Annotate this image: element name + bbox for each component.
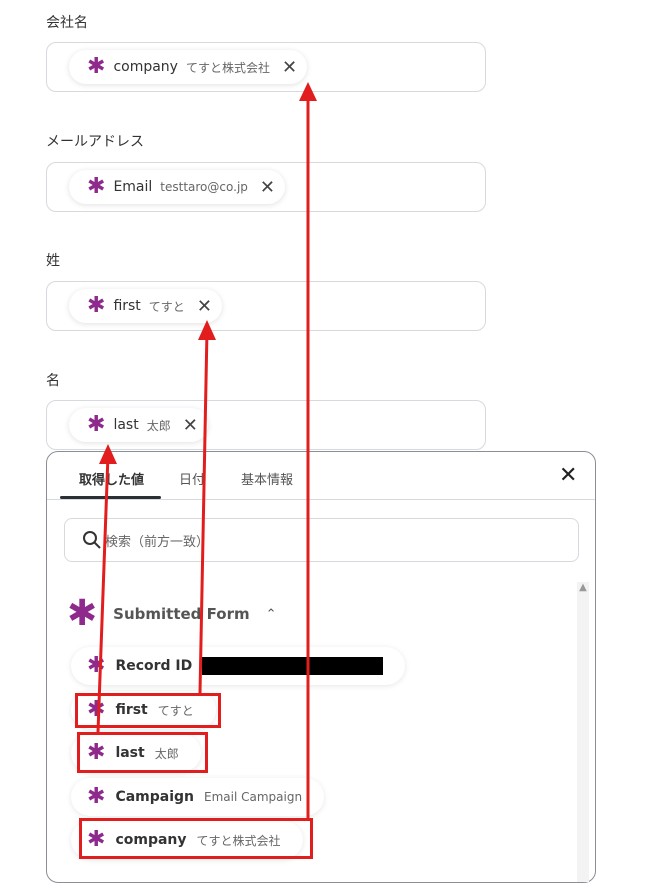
- item-name: first: [115, 702, 148, 718]
- close-icon[interactable]: ✕: [182, 414, 198, 436]
- chip-name: Email: [113, 179, 153, 195]
- list-item[interactable]: ✱ company てすと株式会社: [71, 821, 303, 859]
- item-name: company: [115, 832, 187, 848]
- group-header[interactable]: ✱ Submitted Form ⌃: [67, 596, 277, 632]
- item-value: てすと: [157, 703, 194, 718]
- item-value: てすと株式会社: [196, 833, 281, 848]
- variable-chip: ✱ first てすと ✕: [69, 289, 222, 323]
- variable-chip: ✱ last 太郎 ✕: [69, 408, 208, 442]
- redacted-value: [202, 657, 383, 675]
- group-title: Submitted Form: [113, 605, 250, 623]
- list-item[interactable]: ✱ Record ID: [71, 647, 405, 685]
- asterisk-icon: ✱: [67, 593, 98, 634]
- asterisk-icon: ✱: [87, 293, 106, 318]
- list-item[interactable]: ✱ Campaign Email Campaign: [71, 778, 325, 816]
- close-icon[interactable]: ✕: [259, 176, 275, 198]
- item-value: 太郎: [154, 746, 179, 761]
- item-name: last: [115, 745, 145, 761]
- variable-chip: ✱ company てすと株式会社 ✕: [69, 50, 308, 84]
- item-name: Campaign: [115, 789, 195, 805]
- annotation-box-first: [75, 693, 221, 728]
- item-name: Record ID: [115, 658, 193, 674]
- tab-basic-info[interactable]: 基本情報: [241, 473, 294, 488]
- search-icon: [83, 531, 101, 549]
- search-input[interactable]: 検索（前方一致）: [64, 518, 579, 562]
- scrollbar[interactable]: ▲: [577, 582, 589, 882]
- asterisk-icon: ✱: [87, 784, 106, 809]
- chevron-up-icon: ⌃: [265, 606, 277, 622]
- annotation-box-last: [77, 732, 208, 773]
- field-label-email: メールアドレス: [46, 134, 144, 150]
- list-item[interactable]: ✱ last 太郎: [71, 734, 201, 772]
- email-field[interactable]: ✱ Email testtaro@co.jp ✕: [46, 162, 486, 212]
- variable-picker-panel: 取得した値 日付 基本情報 ✕ 検索（前方一致） ▲ ✱ Submitted F…: [46, 451, 596, 883]
- asterisk-icon: ✱: [87, 827, 106, 852]
- chip-value: てすと: [148, 299, 185, 314]
- tab-acquired-values[interactable]: 取得した値: [79, 473, 145, 488]
- last-name-field[interactable]: ✱ first てすと ✕: [46, 281, 486, 331]
- active-tab-indicator: [60, 496, 161, 499]
- first-name-field[interactable]: ✱ last 太郎 ✕: [46, 400, 486, 450]
- annotation-box-company: [79, 818, 313, 859]
- chip-value: てすと株式会社: [185, 60, 270, 75]
- tab-date[interactable]: 日付: [179, 473, 206, 488]
- chip-name: company: [113, 59, 178, 75]
- company-field[interactable]: ✱ company てすと株式会社 ✕: [46, 42, 486, 92]
- close-icon[interactable]: ✕: [281, 56, 298, 78]
- field-label-last-name: 姓: [46, 253, 60, 269]
- close-icon[interactable]: ✕: [559, 463, 578, 488]
- asterisk-icon: ✱: [87, 54, 106, 79]
- field-label-company: 会社名: [46, 15, 88, 31]
- scroll-up-icon[interactable]: ▲: [579, 582, 587, 593]
- asterisk-icon: ✱: [87, 653, 106, 678]
- chip-name: last: [113, 417, 139, 433]
- asterisk-icon: ✱: [87, 174, 106, 199]
- variable-chip: ✱ Email testtaro@co.jp ✕: [69, 170, 285, 204]
- chip-value: 太郎: [146, 418, 171, 433]
- asterisk-icon: ✱: [87, 412, 106, 437]
- chip-name: first: [113, 298, 141, 314]
- item-value: Email Campaign: [204, 790, 303, 804]
- close-icon[interactable]: ✕: [196, 295, 212, 317]
- divider: [47, 499, 595, 500]
- field-label-first-name: 名: [46, 373, 60, 389]
- search-placeholder: 検索（前方一致）: [105, 534, 210, 550]
- asterisk-icon: ✱: [87, 740, 106, 765]
- chip-value: testtaro@co.jp: [160, 180, 248, 194]
